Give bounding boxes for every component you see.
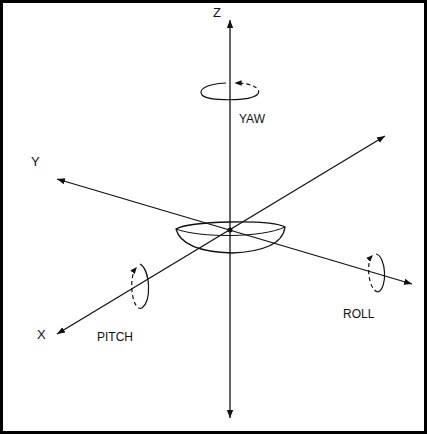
yaw-rotation-symbol — [201, 83, 259, 100]
axis-label: Z — [212, 6, 222, 20]
pitch-rotation-symbol — [132, 264, 149, 308]
y-axis — [57, 179, 412, 284]
axis-label: Y — [30, 155, 41, 169]
roll-rotation-symbol — [369, 254, 385, 292]
rotation-label: PITCH — [96, 330, 134, 344]
x-axis — [57, 136, 385, 334]
rotation-label: ROLL — [342, 307, 375, 321]
axis-label: X — [36, 328, 47, 342]
origin-dot — [228, 228, 233, 233]
rotation-label: YAW — [238, 112, 266, 126]
z-axis — [229, 20, 230, 418]
